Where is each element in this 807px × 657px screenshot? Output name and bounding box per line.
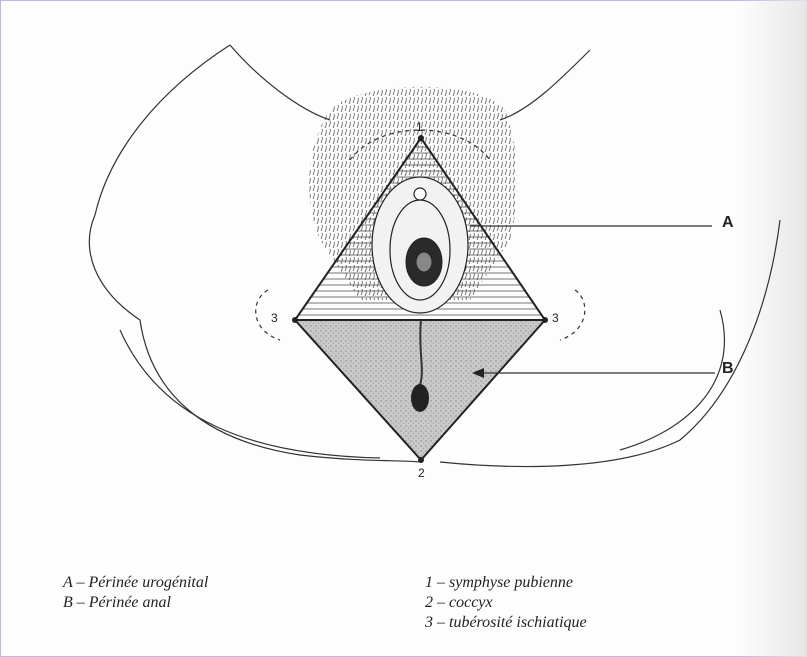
point-label-1: 1 xyxy=(416,120,423,134)
legend-landmarks: 1 – symphyse pubienne 2 – coccyx 3 – tub… xyxy=(425,573,587,633)
vertex-3-right xyxy=(542,317,548,323)
legend-item-2: 2 – coccyx xyxy=(425,593,587,613)
point-label-2: 2 xyxy=(418,466,425,480)
point-label-3-left: 3 xyxy=(271,311,278,325)
callout-b: B xyxy=(722,360,734,378)
point-label-3-right: 3 xyxy=(552,311,559,325)
legend-item-a: A – Périnée urogénital xyxy=(63,573,208,593)
legend-item-b: B – Périnée anal xyxy=(63,593,208,613)
vulva-detail xyxy=(372,177,468,313)
legend-item-3: 3 – tubérosité ischiatique xyxy=(425,613,587,633)
vertex-3-left xyxy=(292,317,298,323)
legend-item-1: 1 – symphyse pubienne xyxy=(425,573,587,593)
vertex-1 xyxy=(418,135,424,141)
callout-a: A xyxy=(722,214,734,232)
vertex-2 xyxy=(418,457,424,463)
legend-regions: A – Périnée urogénital B – Périnée anal xyxy=(63,573,208,613)
